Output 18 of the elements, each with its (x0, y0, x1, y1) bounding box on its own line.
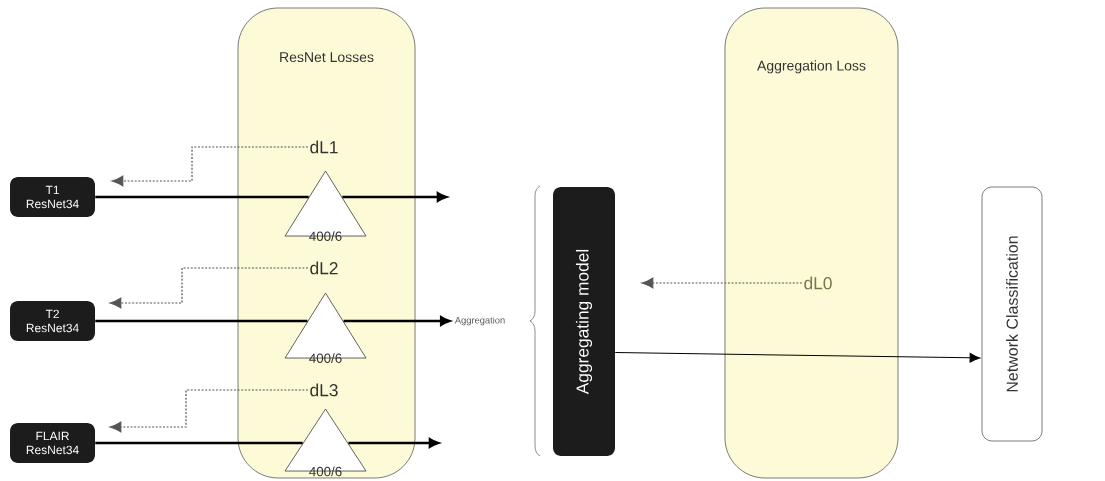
arrow (109, 389, 309, 433)
arrow (111, 146, 309, 187)
arrow (641, 277, 803, 289)
loss-label: dL1 (310, 140, 338, 154)
model-box: Aggregating model (553, 187, 615, 456)
arrow (614, 351, 981, 363)
arrow (109, 267, 309, 309)
model-box: FLAIR ResNet34 (10, 423, 95, 463)
loss-label: dL0 (804, 276, 832, 290)
output-box: Network Classification (981, 186, 1043, 442)
aggregation-label: Aggregation (454, 316, 505, 326)
loss-label: dL3 (310, 383, 338, 397)
loss-label: dL2 (310, 261, 338, 275)
arrow (348, 438, 440, 448)
arrow (343, 316, 451, 326)
model-box: T2 ResNet34 (10, 301, 95, 341)
model-box: T1 ResNet34 (10, 177, 95, 217)
arrow (342, 192, 448, 202)
